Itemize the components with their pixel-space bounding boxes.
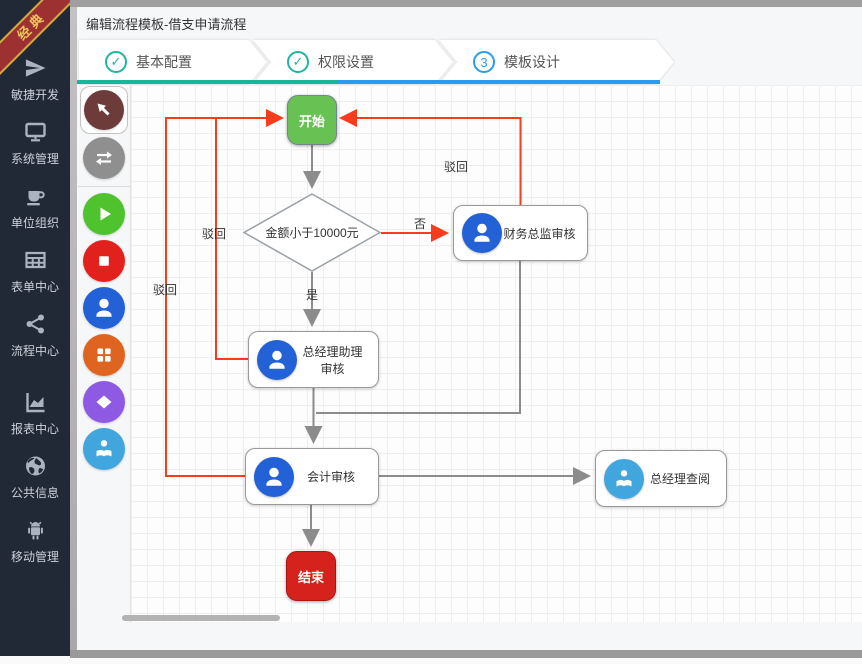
diamond-shape — [242, 193, 382, 272]
area-chart-icon — [25, 393, 44, 413]
node-gm-review[interactable]: 总经理查阅 — [595, 450, 727, 507]
check-circle-icon: ✓ — [105, 51, 127, 73]
node-gm-assistant-review[interactable]: 总经理助理审核 — [248, 331, 379, 388]
android-icon — [27, 521, 43, 540]
edge-label-reject: 驳回 — [444, 160, 469, 174]
edge-label-yes: 是 — [306, 288, 319, 302]
node-condition[interactable]: 金额小于10000元 — [242, 193, 382, 272]
stop-square-icon — [98, 256, 109, 266]
edge-label-no: 否 — [414, 217, 427, 231]
user-reading-icon — [96, 440, 111, 457]
tool-end-node[interactable] — [82, 240, 125, 282]
sidebar-item-label: 移动管理 — [10, 550, 59, 564]
grid-icon — [97, 348, 111, 362]
sidebar-item-system-mgmt[interactable]: 系统管理 — [0, 120, 70, 167]
tool-connector[interactable] — [82, 137, 125, 179]
page-title: 编辑流程模板-借支申请流程 — [86, 17, 247, 32]
paper-plane-icon — [25, 59, 45, 77]
sidebar-item-form-center[interactable]: 表单中心 — [0, 248, 70, 295]
swap-arrows-icon — [95, 151, 112, 165]
edge-label-reject: 驳回 — [153, 283, 178, 297]
sidebar-item-label: 公共信息 — [10, 486, 59, 500]
step-template-design[interactable]: 3 模板设计 — [439, 40, 674, 84]
user-icon — [462, 213, 502, 253]
sidebar-item-public-info[interactable]: 公共信息 — [0, 454, 70, 501]
user-icon — [254, 456, 294, 497]
edge-cfo-to-accountant[interactable] — [316, 261, 521, 414]
sidebar-item-mobile-mgmt[interactable]: 移动管理 — [0, 518, 70, 565]
steps-progress-blue — [338, 80, 660, 84]
flow-edges — [165, 109, 591, 547]
edge-accountant-reject-to-start[interactable] — [165, 117, 245, 477]
sidebar-item-label: 报表中心 — [10, 422, 59, 436]
user-reading-icon — [604, 458, 644, 499]
step-permission-settings[interactable]: ✓ 权限设置 — [253, 40, 453, 84]
sidebar-item-label: 表单中心 — [10, 280, 59, 294]
share-icon — [26, 314, 44, 334]
sidebar-item-org[interactable]: 单位组织 — [0, 184, 70, 231]
step-label: 模板设计 — [504, 54, 560, 70]
monitor-icon — [24, 122, 46, 142]
title-bar: 编辑流程模板-借支申请流程 — [77, 7, 862, 40]
sidebar-item-label: 系统管理 — [10, 152, 59, 166]
node-end[interactable]: 结束 — [286, 551, 336, 601]
sidebar: 经典 敏捷开发 系统管理 单位组织 表单中心 流程中心 — [0, 0, 70, 656]
bottom-horizontal-scrollbar[interactable] — [70, 650, 862, 658]
node-accountant-review[interactable]: 会计审核 — [245, 448, 379, 505]
tool-start-node[interactable] — [82, 193, 125, 235]
pointer-arrow-icon — [97, 103, 110, 116]
edge-assistant-reject-to-start[interactable] — [215, 109, 284, 360]
sidebar-item-label: 敏捷开发 — [10, 88, 59, 102]
node-finance-director-review[interactable]: 财务总监审核 — [453, 205, 588, 261]
palette-divider — [77, 186, 130, 187]
cup-icon — [26, 191, 45, 206]
tool-grid-node[interactable] — [82, 334, 125, 376]
tool-user-task[interactable] — [82, 287, 125, 329]
user-icon — [257, 339, 297, 380]
node-palette — [77, 85, 131, 622]
sidebar-item-report-center[interactable]: 报表中心 — [0, 390, 70, 437]
tool-select-pointer[interactable] — [79, 86, 128, 134]
flow-canvas[interactable]: 开始 金额小于10000元 财务总监审核 总经理助理审核 会计审核 — [77, 85, 862, 622]
left-vertical-scrollbar[interactable] — [70, 7, 77, 650]
sidebar-item-label: 流程中心 — [10, 344, 59, 358]
wizard-steps: ✓ 基本配置 ✓ 权限设置 3 模板设计 — [77, 40, 862, 84]
tool-decision-node[interactable] — [82, 381, 125, 423]
step-label: 权限设置 — [318, 54, 374, 70]
main-panel: 编辑流程模板-借支申请流程 ✓ 基本配置 ✓ 权限设置 3 — [77, 7, 862, 650]
task-label: 财务总监审核 — [503, 226, 576, 241]
check-circle-icon: ✓ — [287, 51, 309, 73]
task-label: 会计审核 — [306, 470, 355, 484]
edge-label-reject: 驳回 — [202, 227, 227, 241]
task-label: 总经理查阅 — [649, 472, 710, 486]
step-number-circle: 3 — [473, 51, 495, 73]
edge-cfo-reject-to-start[interactable] — [339, 109, 522, 205]
globe-icon — [25, 456, 45, 476]
step-basic-config[interactable]: ✓ 基本配置 — [79, 40, 267, 84]
diamond-icon — [96, 395, 111, 409]
condition-label: 金额小于10000元 — [265, 226, 359, 240]
sidebar-item-agile-dev[interactable]: 敏捷开发 — [0, 56, 70, 103]
task-label: 总经理助理审核 — [302, 344, 363, 376]
tool-readonly-user-node[interactable] — [82, 428, 125, 470]
steps-progress-green — [77, 80, 338, 84]
top-horizontal-scrollbar[interactable] — [70, 0, 862, 7]
node-start[interactable]: 开始 — [287, 95, 337, 145]
user-icon — [95, 298, 112, 317]
canvas-horizontal-scrollbar-thumb[interactable] — [122, 615, 280, 621]
play-icon — [100, 207, 111, 221]
sidebar-item-flow-center[interactable]: 流程中心 — [0, 312, 70, 359]
step-label: 基本配置 — [136, 54, 192, 70]
sidebar-item-label: 单位组织 — [10, 216, 59, 230]
table-icon — [24, 251, 46, 269]
